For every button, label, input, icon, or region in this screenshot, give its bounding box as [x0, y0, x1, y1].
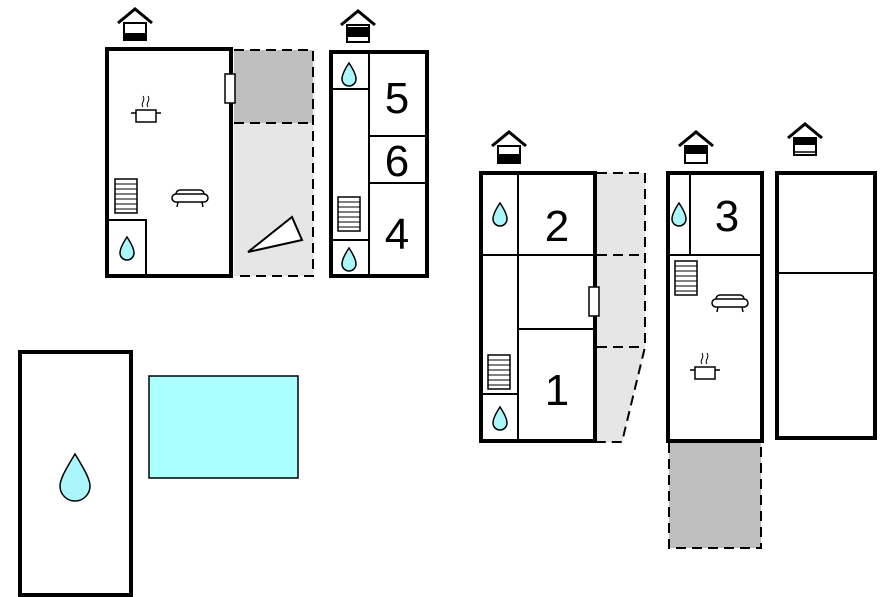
floor-indicator — [347, 27, 369, 37]
building-3: 2 1 — [479, 130, 646, 443]
room-number-2: 2 — [545, 202, 569, 251]
pool-building-walls — [18, 350, 133, 597]
floor-indicator — [685, 146, 707, 154]
water-drop-icon — [341, 247, 357, 272]
water-drop-icon — [671, 202, 687, 227]
floor-indicator — [498, 154, 520, 164]
building-1-walls — [105, 47, 233, 278]
sofa-icon — [711, 294, 749, 313]
building-1 — [105, 7, 314, 278]
water-drop-icon — [492, 406, 508, 431]
room-number-1: 1 — [545, 366, 569, 415]
room-number-6: 6 — [385, 137, 409, 186]
water-drop-icon — [119, 236, 135, 261]
water-drop-icon — [341, 62, 357, 87]
terrace-covered — [234, 50, 313, 123]
house-floor-icon — [339, 9, 377, 44]
room-number-3: 3 — [715, 192, 739, 241]
floor-indicator — [794, 138, 816, 145]
door-icon — [588, 286, 600, 317]
building-4: 3 — [666, 130, 764, 549]
stairs-icon — [487, 354, 511, 390]
stairs-icon — [674, 260, 698, 296]
terrace-covered — [669, 443, 761, 548]
cooking-pot-icon — [130, 95, 162, 123]
building-2-walls — [329, 50, 429, 278]
building-4-walls — [666, 171, 764, 443]
stairs-icon — [114, 178, 138, 214]
stairs-icon — [337, 196, 361, 232]
room-number-5: 5 — [385, 74, 409, 123]
bathroom-room — [107, 219, 147, 276]
swimming-pool — [148, 375, 299, 479]
sofa-icon — [171, 189, 209, 208]
water-drop-icon — [492, 202, 508, 227]
terrace-open — [597, 173, 645, 442]
terrace-shape-icon — [247, 215, 304, 253]
building-2: 5 6 4 — [329, 9, 429, 278]
water-drop-icon — [59, 452, 91, 502]
terrace-outline — [668, 443, 762, 549]
terrace-outline — [597, 172, 646, 443]
room-number-4: 4 — [385, 210, 409, 259]
floor-indicator — [124, 33, 146, 41]
terrace-open — [234, 123, 313, 276]
building-5-walls — [775, 171, 877, 440]
pool-area — [18, 350, 299, 597]
terrace-outline — [234, 49, 314, 277]
cooking-pot-icon — [689, 352, 721, 380]
door-icon — [224, 73, 236, 104]
building-5 — [775, 122, 877, 440]
